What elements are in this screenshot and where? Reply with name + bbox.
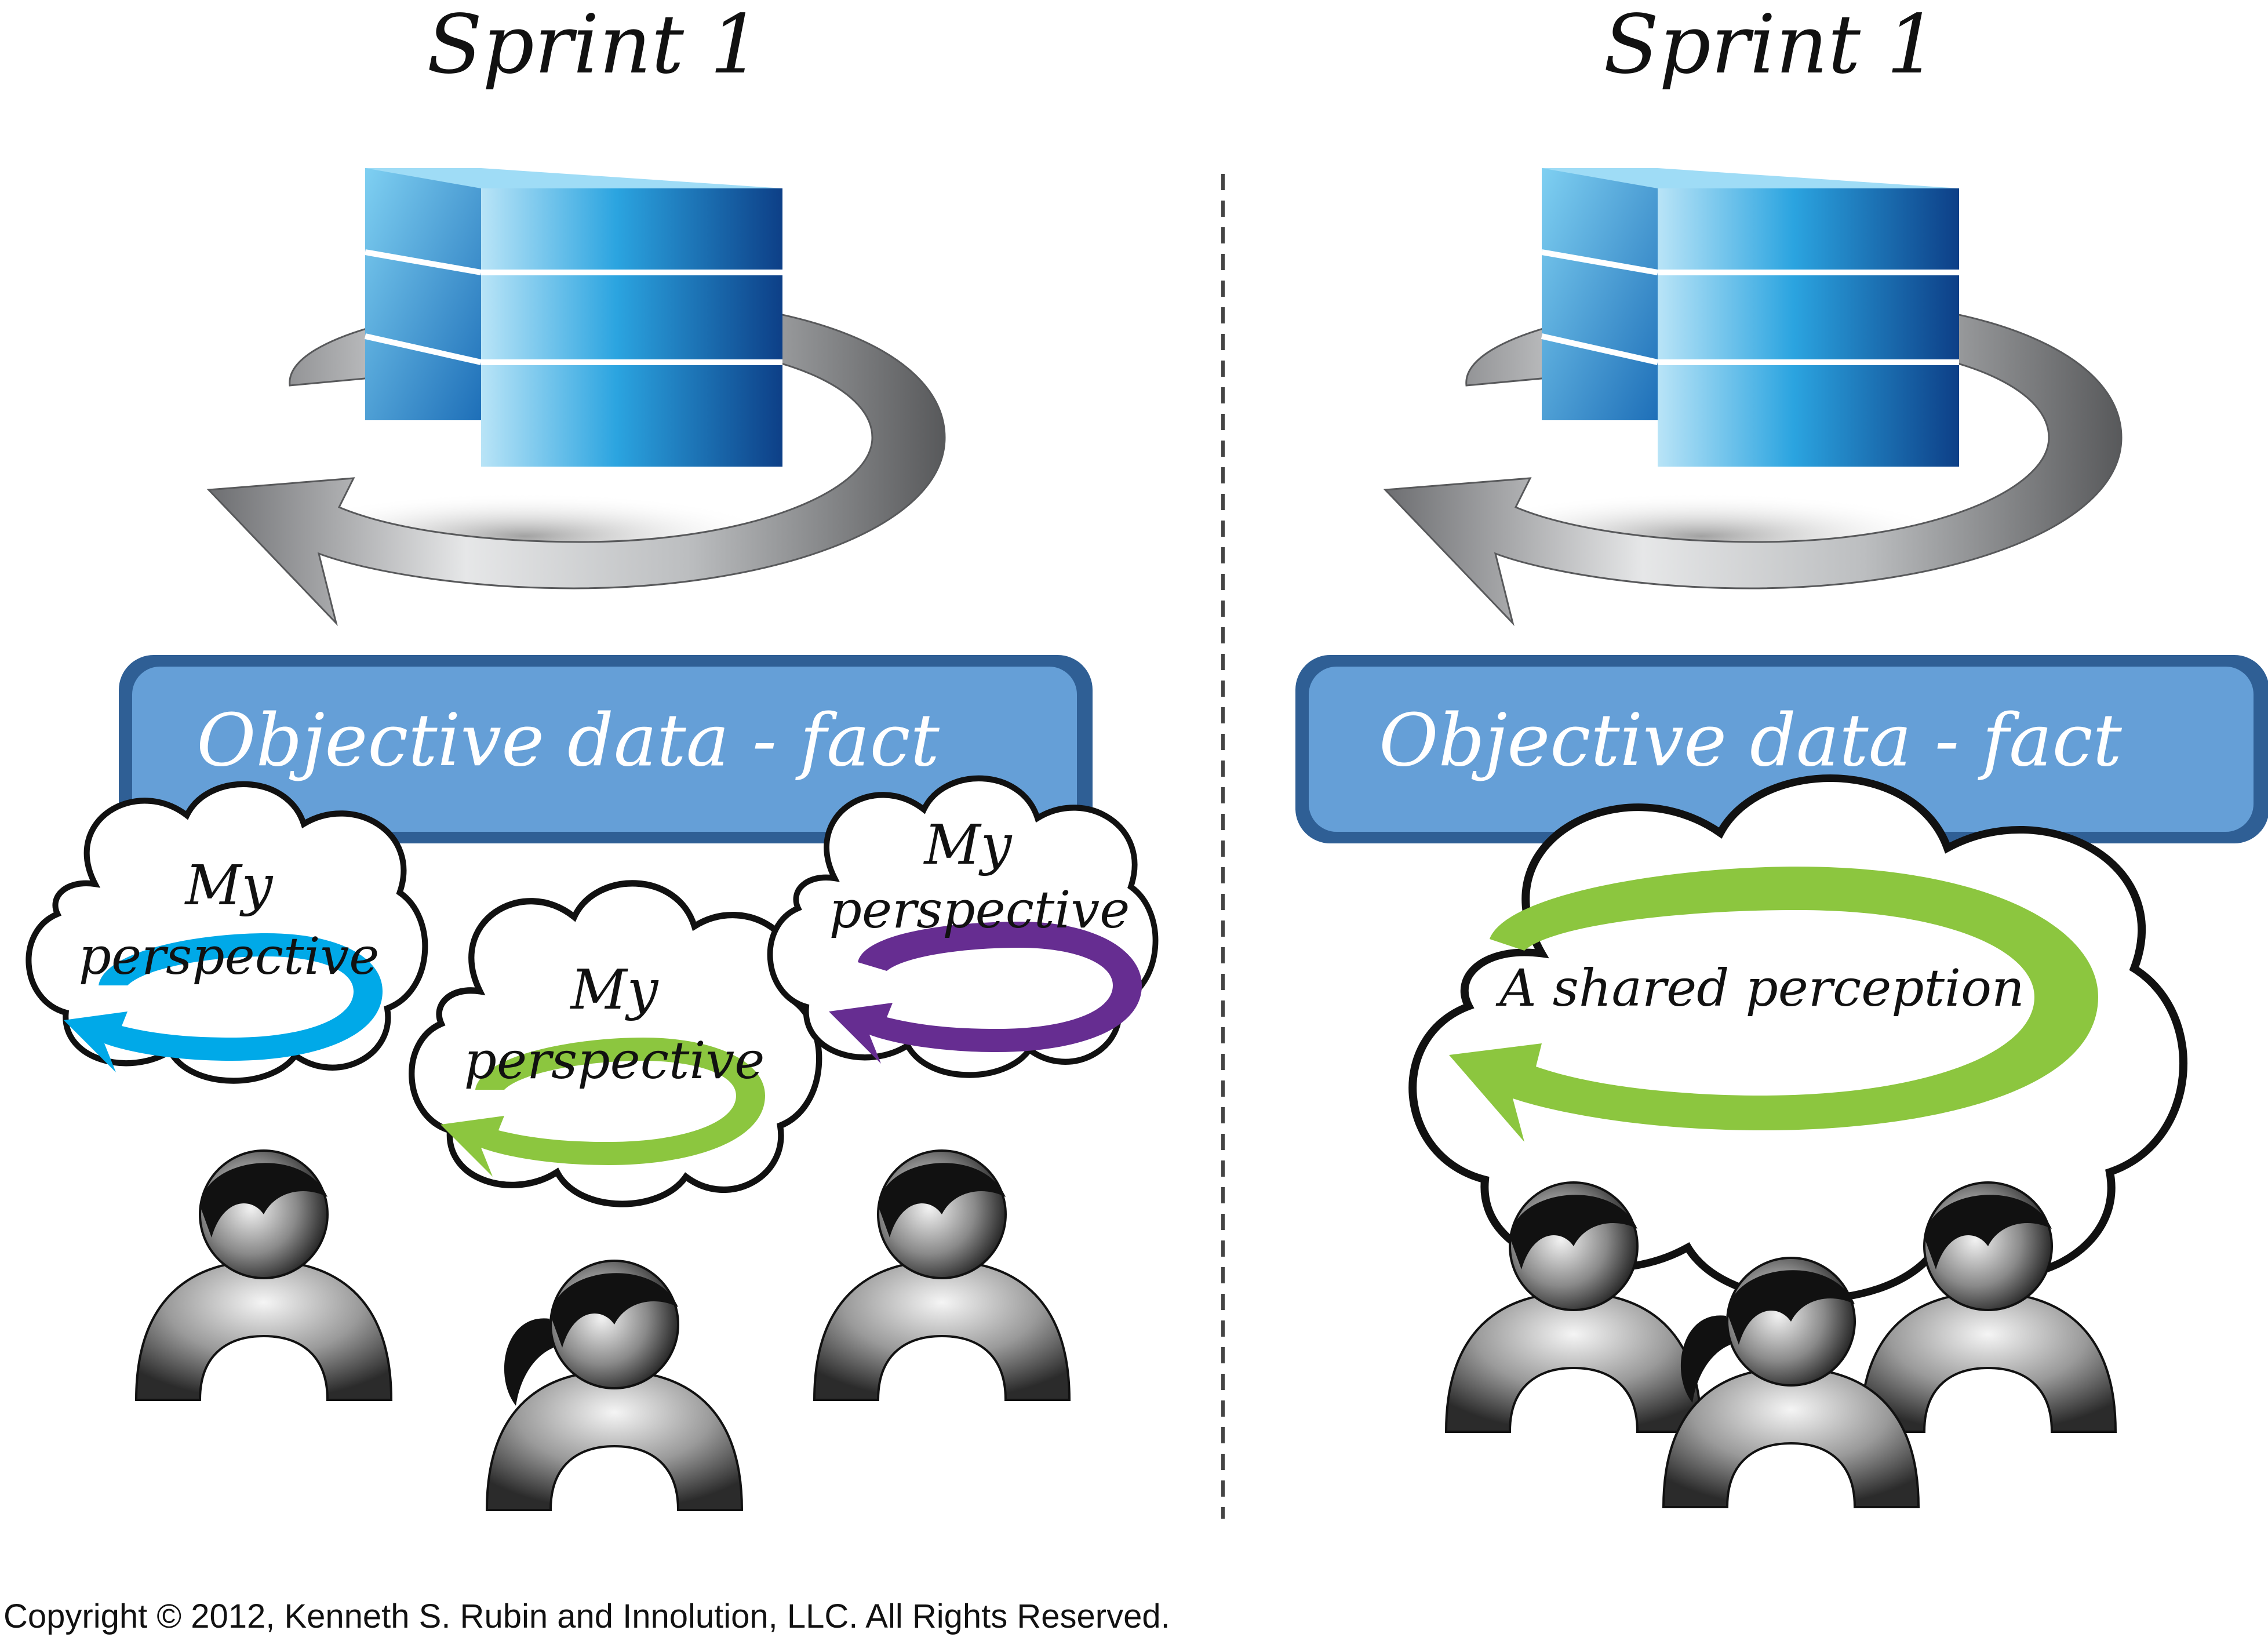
blue-cloud-line2: perspective — [79, 926, 380, 986]
purple-cloud-line2: perspective — [829, 880, 1130, 940]
left-fact-box: Objective data - fact — [119, 655, 1093, 843]
green-cloud-line1: My — [570, 958, 659, 1022]
person-left-3 — [813, 1149, 1071, 1401]
person-left-2 — [486, 1260, 743, 1511]
left-sprint-title: Sprint 1 — [427, 0, 761, 92]
shared-cycle-icon — [1449, 867, 2098, 1142]
purple-cycle-icon — [829, 922, 1142, 1064]
left-fact-label: Objective data - fact — [196, 698, 940, 783]
left-panel: Sprint 1 Objective data - fact My perspe… — [28, 0, 1155, 1511]
person-left-1 — [135, 1149, 392, 1401]
right-panel: Sprint 1 Objective data - fact A shared … — [1295, 0, 2268, 1508]
green-cloud-line2: perspective — [464, 1031, 765, 1090]
right-sprint-cycle-icon — [1385, 168, 2121, 623]
purple-cloud-line1: My — [923, 813, 1013, 877]
right-fact-label: Objective data - fact — [1379, 698, 2123, 783]
right-sprint-title: Sprint 1 — [1603, 0, 1938, 92]
right-fact-box: Objective data - fact — [1295, 655, 2268, 843]
green-cycle-icon — [441, 1038, 765, 1177]
shared-perception-label: A shared perception — [1495, 958, 2025, 1018]
blue-cloud-line1: My — [184, 854, 274, 918]
copyright-notice: Copyright © 2012, Kenneth S. Rubin and I… — [3, 1598, 1170, 1635]
left-sprint-cycle-icon — [209, 168, 945, 623]
blue-cycle-icon — [64, 933, 383, 1072]
